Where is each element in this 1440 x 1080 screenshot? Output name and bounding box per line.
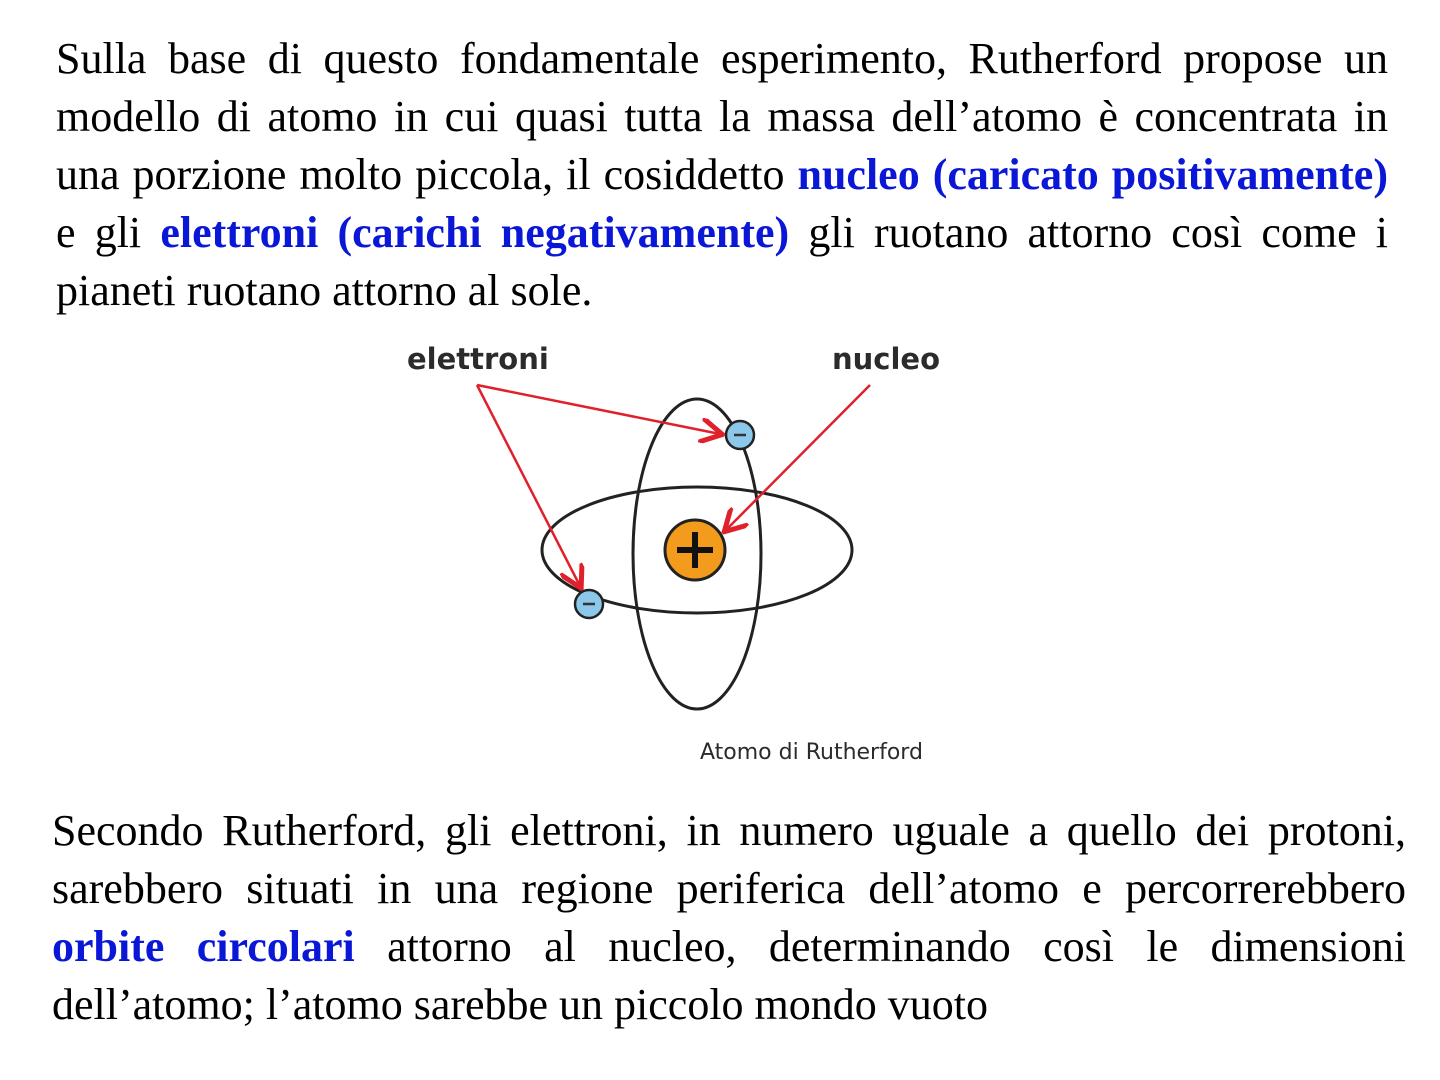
text: gli ruotano attorno così come i pianeti … xyxy=(56,208,1389,315)
text: e gli xyxy=(56,208,161,257)
figure-caption: Atomo di Rutherford xyxy=(700,740,923,765)
highlight-orbits: orbite circolari xyxy=(52,922,355,971)
paragraph-model: Secondo Rutherford, gli elettroni, in nu… xyxy=(52,802,1406,1034)
orbit-vertical xyxy=(631,397,763,711)
text: Secondo Rutherford, gli elettroni, in nu… xyxy=(52,806,1406,913)
highlight-electrons: elettroni (carichi negativamente) xyxy=(160,208,790,257)
nucleus-icon xyxy=(663,518,727,582)
label-nucleus: nucleo xyxy=(832,342,941,376)
electron-icon-top xyxy=(724,419,756,451)
paragraph-intro: Sulla base di questo fondamentale esperi… xyxy=(56,30,1388,320)
rutherford-atom-figure: elettroni nucleo Atomo di Rutherford xyxy=(380,330,980,780)
atom-diagram xyxy=(475,383,871,711)
highlight-nucleus: nucleo (caricato positivamente) xyxy=(797,150,1388,199)
text: attorno al nucleo, determinando così le … xyxy=(52,922,1407,1029)
orbit-horizontal xyxy=(540,485,854,615)
arrow-icons xyxy=(475,383,871,586)
label-electrons: elettroni xyxy=(407,342,549,376)
electron-icon-left xyxy=(573,588,605,620)
text: Sulla base di questo fondamentale esperi… xyxy=(56,34,1388,199)
